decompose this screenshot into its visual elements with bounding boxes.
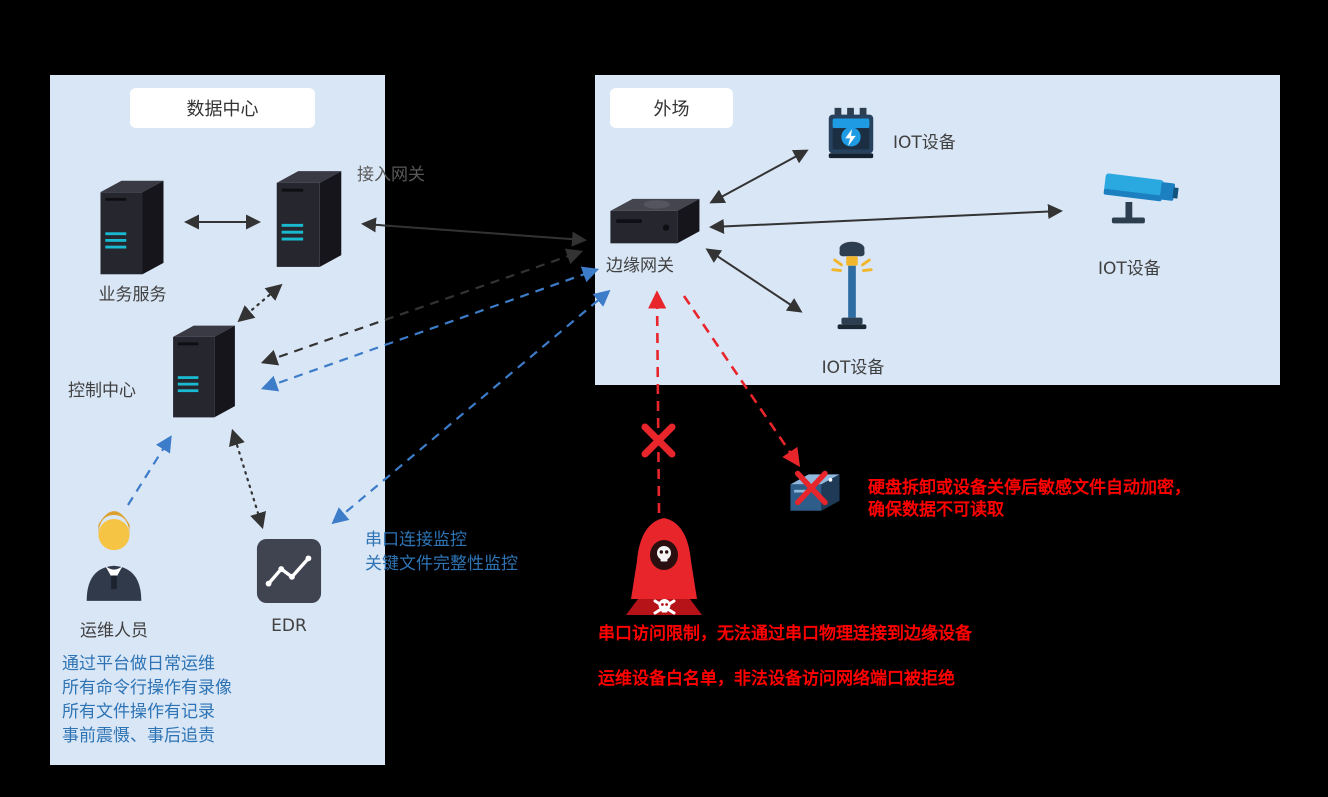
hacker-node [618,515,710,617]
encrypt-note-line1: 硬盘拆卸或设备关停后敏感文件自动加密， [868,478,1191,498]
encrypt-note: 硬盘拆卸或设备关停后敏感文件自动加密， 确保数据不可读取 [868,477,1191,521]
business-service-node [88,175,176,280]
person-icon [86,511,142,601]
business-service-label: 业务服务 [98,285,167,305]
whitelist-note: 运维设备白名单，非法设备访问网络端口被拒绝 [598,669,955,689]
datacenter-title-label: 数据中心 [186,99,259,120]
field-title: 外场 [610,88,733,128]
serial-note: 串口访问限制，无法通过串口物理连接到边缘设备 [598,624,972,644]
ops-note-line3: 所有文件操作有记录 [62,702,215,722]
edr-chart-icon [256,538,322,604]
encrypt-note-line2: 确保数据不可读取 [868,500,1004,520]
arrow-access-edge [361,217,587,247]
iot-lightpole-icon [831,241,873,330]
server-icon [276,171,342,267]
blocked-x-icon [641,423,676,458]
field-title-label: 外场 [653,99,690,120]
edr-node [255,537,323,605]
iot-charger-icon [828,107,874,159]
ops-note: 通过平台做日常运维 所有命令行操作有录像 所有文件操作有记录 事前震慑、事后追责 [62,652,232,748]
datacenter-title: 数据中心 [130,88,315,128]
control-center-node [160,320,248,423]
edge-gateway-label: 边缘网关 [606,256,674,276]
ops-person-node [75,505,153,607]
iot-pole-node [828,236,876,334]
server-icon [100,180,164,275]
iot-top-node [822,103,880,163]
edge-gateway-icon [610,198,700,244]
monitor-note: 串口连接监控 关键文件完整性监控 [365,528,518,576]
access-gateway-label: 接入网关 [357,165,425,185]
ops-note-line2: 所有命令行操作有录像 [62,678,232,698]
ops-person-label: 运维人员 [80,621,148,641]
iot-camera-icon [1103,173,1179,224]
iot-camera-node [1098,168,1186,236]
ops-note-line4: 事前震慑、事后追责 [62,726,215,746]
monitor-note-line2: 关键文件完整性监控 [365,554,518,574]
disk-blocked-icon [790,470,840,511]
monitor-note-line1: 串口连接监控 [365,530,467,550]
iot-camera-label: IOT设备 [1098,259,1161,279]
ops-note-line1: 通过平台做日常运维 [62,654,215,674]
access-gateway-node [265,165,353,273]
hacker-icon [626,518,702,615]
iot-top-label: IOT设备 [893,133,956,153]
edge-gateway-node [603,193,705,251]
iot-pole-label: IOT设备 [821,358,885,378]
server-icon [173,325,235,418]
control-center-label: 控制中心 [68,381,136,401]
encrypted-disk-node [783,468,847,518]
edr-label: EDR [271,616,307,636]
